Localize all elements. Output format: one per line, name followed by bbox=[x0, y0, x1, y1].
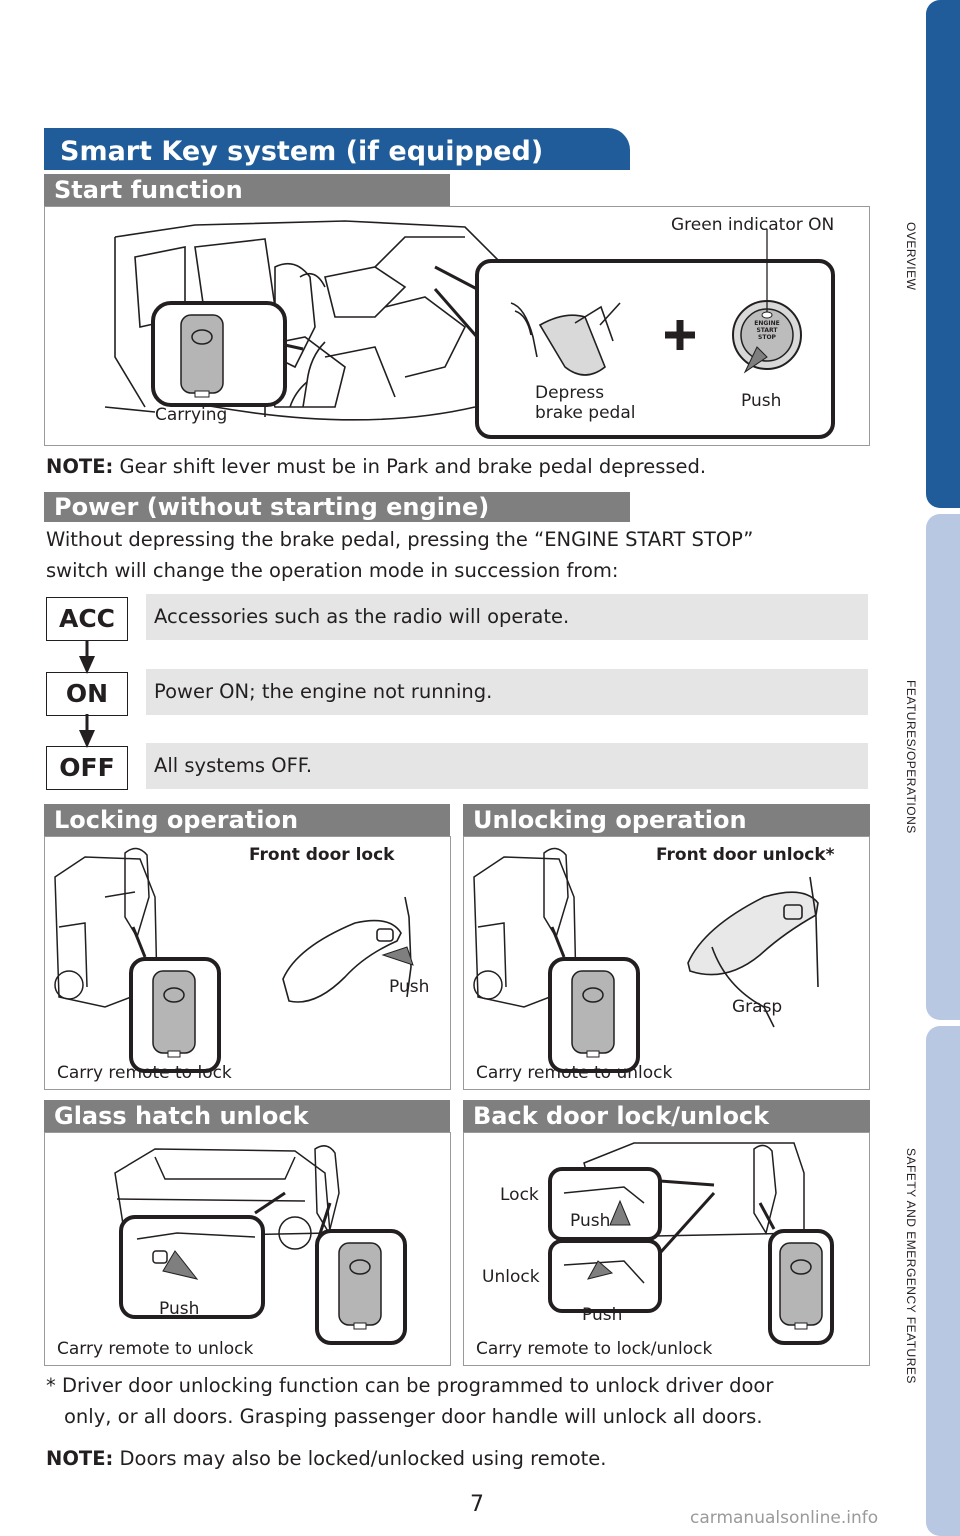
note2-text: Doors may also be locked/unlocked using … bbox=[113, 1447, 607, 1470]
back-carry-label: Carry remote to lock/unlock bbox=[476, 1339, 713, 1359]
lock-label: Lock bbox=[500, 1185, 539, 1205]
carrying-label: Carrying bbox=[155, 405, 228, 425]
note-gear-shift: NOTE: Gear shift lever must be in Park a… bbox=[46, 451, 706, 482]
power-heading: Power (without starting engine) bbox=[44, 492, 630, 522]
unlock-label: Unlock bbox=[482, 1267, 540, 1287]
power-intro-line2: switch will change the operation mode in… bbox=[46, 559, 619, 582]
carry-to-unlock-label: Carry remote to unlock bbox=[476, 1063, 673, 1083]
page-number: 7 bbox=[470, 1492, 484, 1517]
page-title: Smart Key system (if equipped) bbox=[44, 128, 630, 170]
note2-label: NOTE: bbox=[46, 1447, 114, 1470]
mode-acc-desc: Accessories such as the radio will opera… bbox=[146, 594, 868, 640]
glass-hatch-illustration bbox=[114, 1145, 407, 1345]
side-tab-overview[interactable] bbox=[926, 0, 960, 508]
unlocking-illustration bbox=[473, 847, 819, 1073]
glass-push-label: Push bbox=[159, 1299, 200, 1319]
back-push-lock-label: Push bbox=[570, 1211, 611, 1231]
front-door-lock-label: Front door lock bbox=[249, 845, 395, 865]
glass-carry-label: Carry remote to unlock bbox=[57, 1339, 254, 1359]
back-door-illustration bbox=[548, 1142, 834, 1345]
engine-start-stop-button: ENGINE START STOP bbox=[753, 320, 781, 341]
side-tab-safety[interactable] bbox=[926, 1026, 960, 1536]
note-label: NOTE: bbox=[46, 455, 114, 478]
unlocking-heading: Unlocking operation bbox=[463, 804, 870, 836]
back-door-heading: Back door lock/unlock bbox=[463, 1100, 870, 1132]
unlocking-panel: Front door unlock* Grasp Carry remote to… bbox=[463, 836, 870, 1090]
side-label-features: FEATURES/OPERATIONS bbox=[904, 680, 918, 834]
start-function-heading: Start function bbox=[44, 174, 450, 206]
mode-arrows bbox=[79, 640, 95, 748]
locking-panel: Front door lock Push Carry remote to loc… bbox=[44, 836, 451, 1090]
grasp-label: Grasp bbox=[732, 997, 783, 1017]
power-intro-line1: Without depressing the brake pedal, pres… bbox=[46, 528, 754, 551]
push-label: Push bbox=[741, 391, 782, 411]
carry-to-lock-label: Carry remote to lock bbox=[57, 1063, 232, 1083]
note-remote: NOTE: Doors may also be locked/unlocked … bbox=[46, 1443, 606, 1474]
back-push-unlock-label: Push bbox=[582, 1305, 623, 1325]
mode-off-desc: All systems OFF. bbox=[146, 743, 868, 789]
footnote-line1: * Driver door unlocking function can be … bbox=[46, 1374, 774, 1397]
locking-heading: Locking operation bbox=[44, 804, 450, 836]
glass-hatch-panel: Push Carry remote to unlock bbox=[44, 1132, 451, 1366]
mode-on-desc: Power ON; the engine not running. bbox=[146, 669, 868, 715]
front-door-unlock-label: Front door unlock* bbox=[656, 845, 835, 865]
locking-illustration bbox=[54, 847, 414, 1073]
start-function-panel: Green indicator ON Carrying Depress brak… bbox=[44, 206, 870, 446]
brake-pedal-label: brake pedal bbox=[535, 403, 636, 423]
green-indicator-label: Green indicator ON bbox=[671, 215, 835, 235]
button-text-3: STOP bbox=[758, 334, 776, 341]
lock-push-label: Push bbox=[389, 977, 430, 997]
side-label-safety: SAFETY AND EMERGENCY FEATURES bbox=[904, 1148, 918, 1384]
mode-acc-box: ACC bbox=[46, 597, 128, 641]
car-interior-illustration bbox=[104, 220, 835, 439]
button-text-1: ENGINE bbox=[754, 320, 780, 327]
back-door-panel: Lock Unlock Push Push Carry remote to lo… bbox=[463, 1132, 870, 1366]
mode-on-box: ON bbox=[46, 672, 128, 716]
glass-hatch-heading: Glass hatch unlock bbox=[44, 1100, 450, 1132]
note-text: Gear shift lever must be in Park and bra… bbox=[113, 455, 707, 478]
depress-label: Depress bbox=[535, 383, 605, 403]
watermark: carmanualsonline.info bbox=[690, 1508, 879, 1528]
mode-off-box: OFF bbox=[46, 746, 128, 790]
side-tab-features[interactable] bbox=[926, 514, 960, 1020]
button-text-2: START bbox=[756, 327, 778, 334]
side-label-overview: OVERVIEW bbox=[904, 222, 918, 291]
footnote-line2: only, or all doors. Grasping passenger d… bbox=[64, 1405, 763, 1428]
